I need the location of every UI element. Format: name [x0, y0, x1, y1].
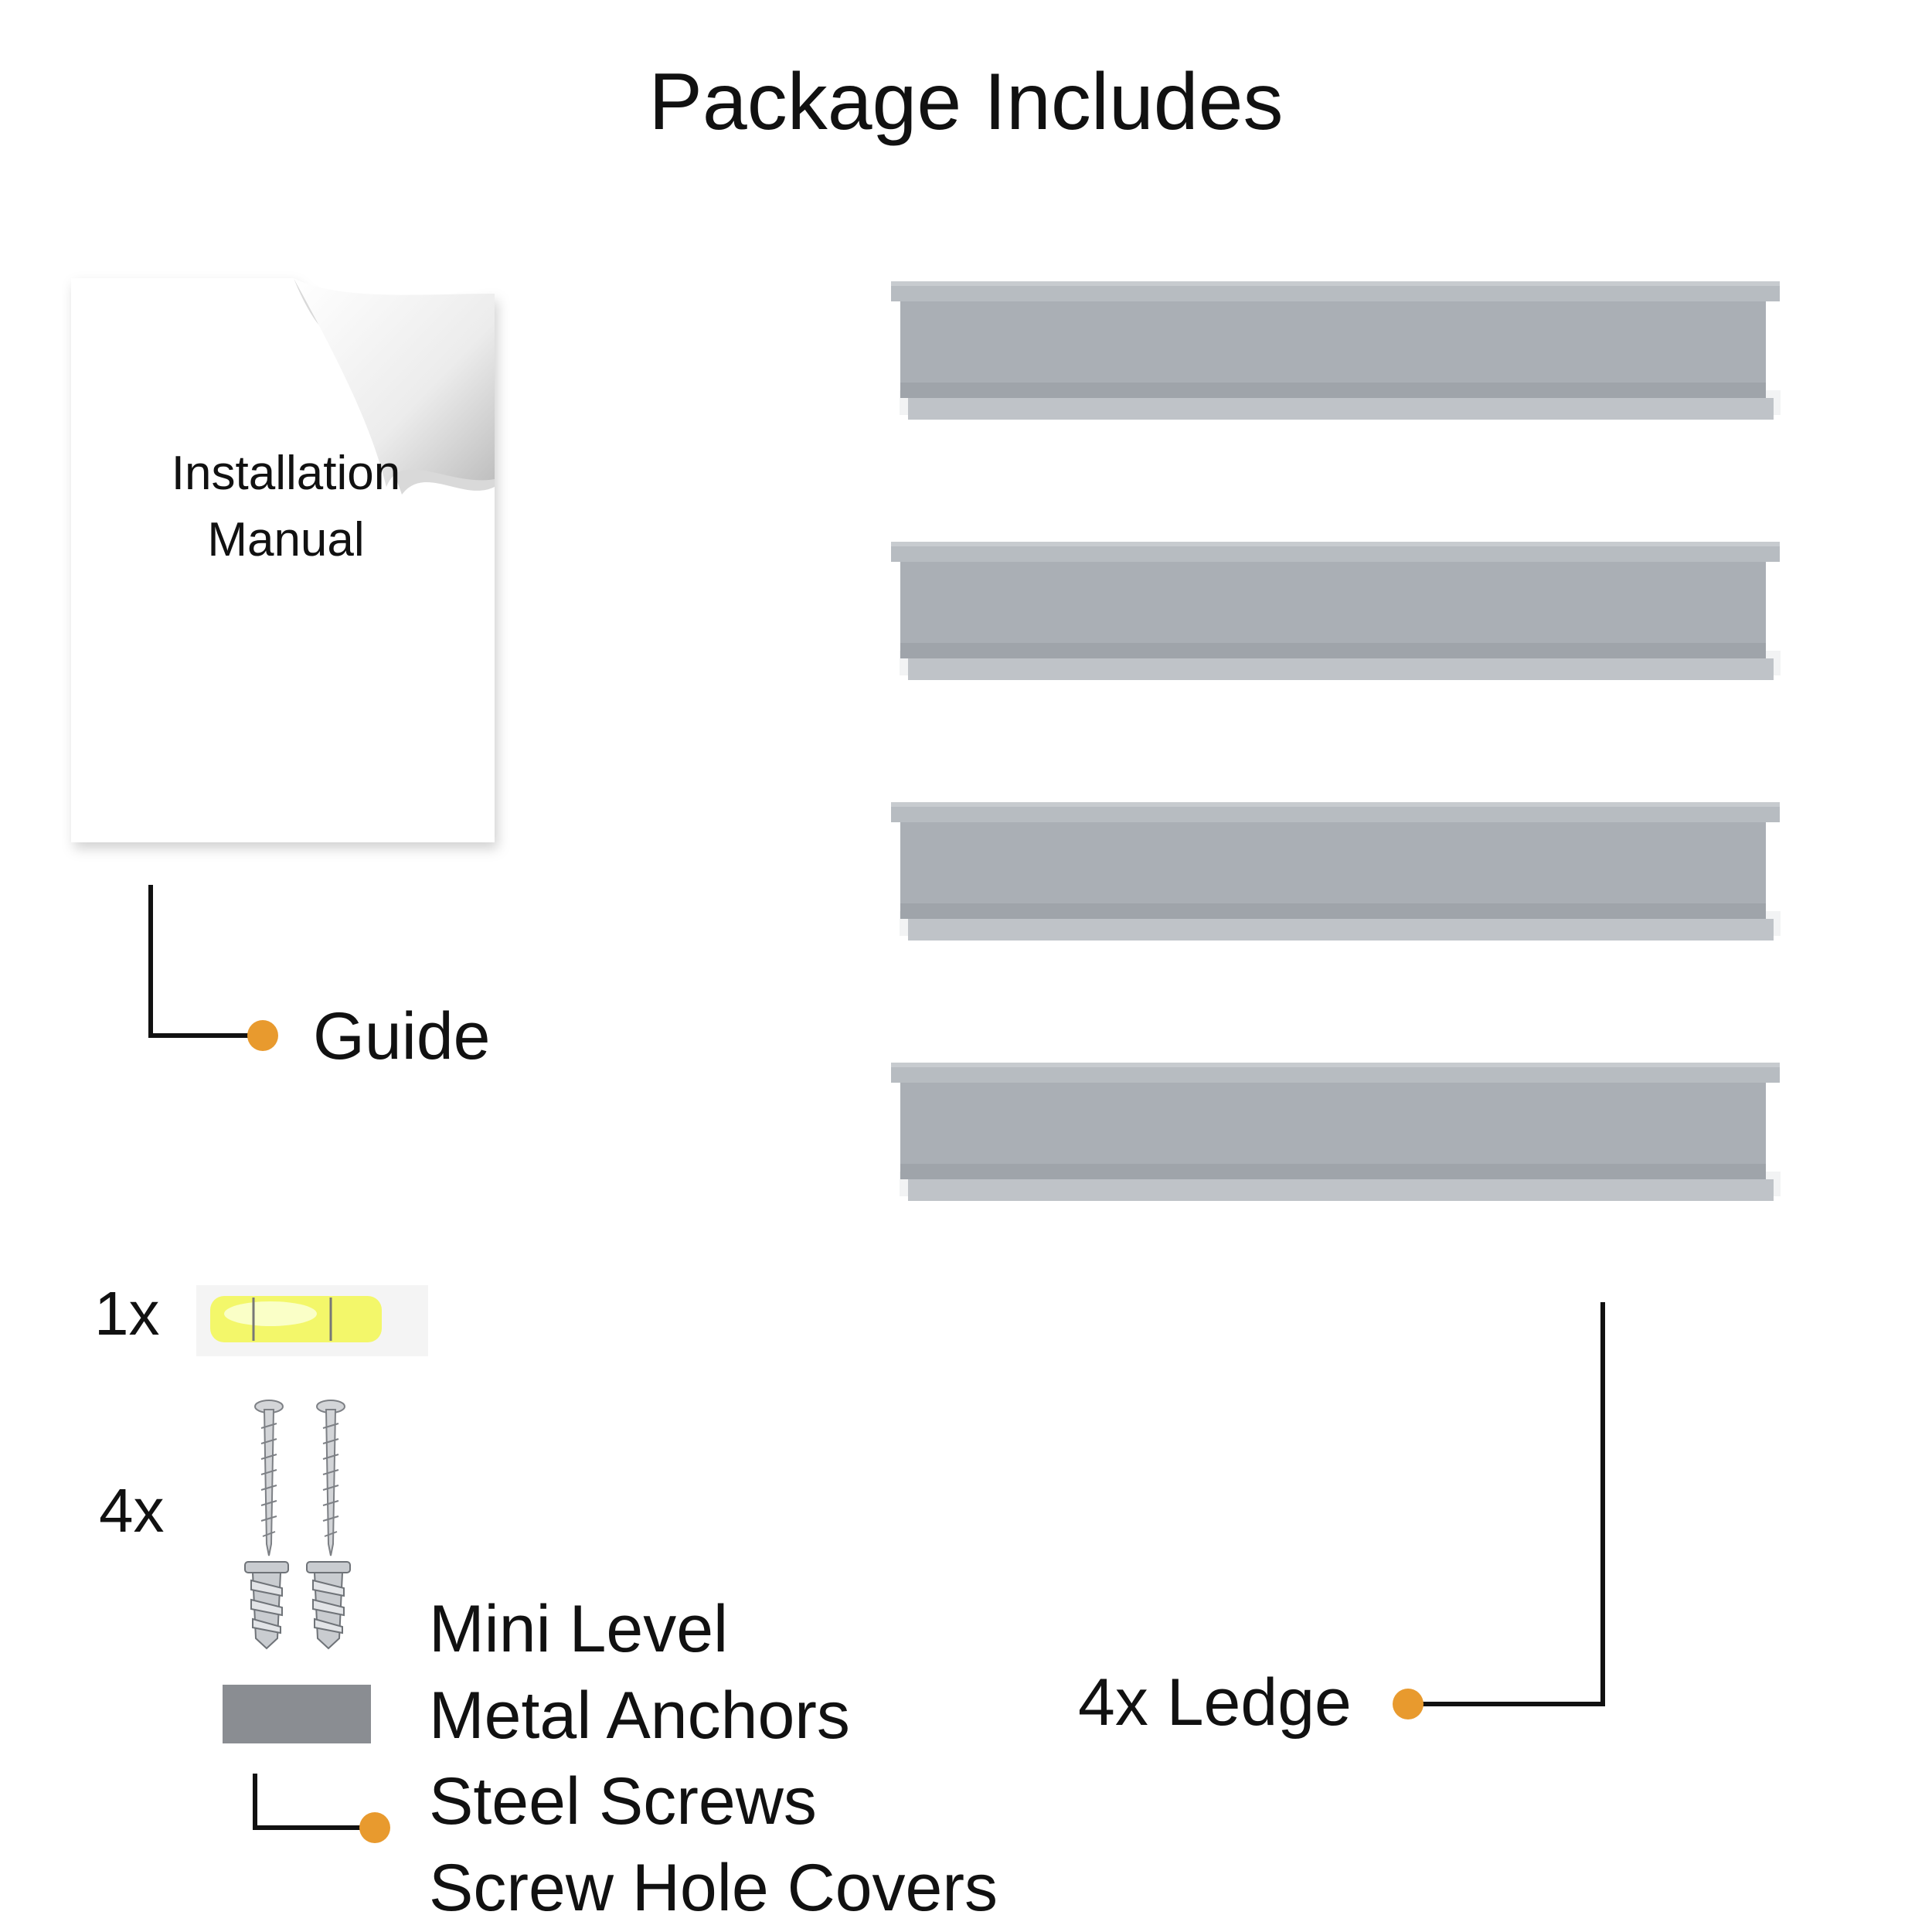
page-title: Package Includes	[648, 57, 1284, 147]
steel-screws-icon	[254, 1400, 345, 1556]
guide-label: Guide	[313, 999, 491, 1073]
ledge-connector	[1393, 1302, 1605, 1719]
hardware-connector	[253, 1774, 390, 1843]
ledges-illustration	[891, 281, 1781, 1201]
ledge-2	[891, 542, 1781, 680]
hardware-dot-icon	[359, 1812, 390, 1843]
ledge-4	[891, 1063, 1781, 1201]
ledge-dot-icon	[1393, 1689, 1423, 1719]
manual-text: Installation Manual	[124, 440, 448, 573]
metal-anchors-icon	[244, 1561, 351, 1650]
screw-hole-covers-icon	[223, 1685, 371, 1743]
manual-title-line1: Installation	[171, 447, 401, 500]
ledge-label: 4x Ledge	[1078, 1665, 1352, 1740]
hardware-quantity: 4x	[99, 1476, 165, 1545]
item-mini-level: Mini Level	[429, 1592, 729, 1666]
item-screw-hole-covers: Screw Hole Covers	[429, 1851, 998, 1925]
ledge-1	[891, 281, 1781, 420]
guide-dot-icon	[247, 1020, 278, 1051]
item-metal-anchors: Metal Anchors	[429, 1679, 850, 1753]
manual-title-line2: Manual	[207, 513, 365, 566]
guide-connector	[148, 885, 278, 1051]
item-steel-screws: Steel Screws	[429, 1764, 817, 1838]
ledge-3	[891, 802, 1781, 940]
installation-manual-illustration	[71, 278, 495, 842]
mini-level-icon	[196, 1285, 428, 1356]
level-quantity: 1x	[94, 1279, 160, 1348]
